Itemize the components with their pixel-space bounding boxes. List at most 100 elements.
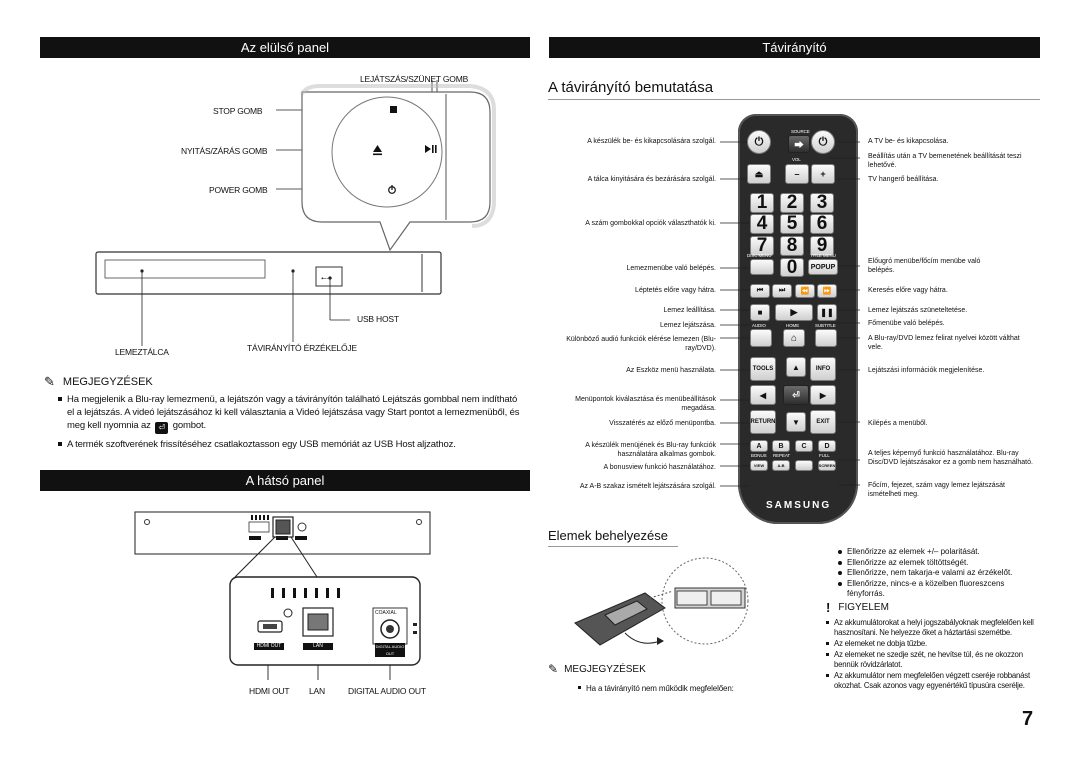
- play-button[interactable]: ▶: [775, 304, 813, 321]
- number-9-button[interactable]: 9: [810, 235, 834, 256]
- battery-check-3: Ellenőrizze, nem takarja-e valami az érz…: [847, 568, 1013, 577]
- list-item: Ha a távirányító nem működik megfelelően…: [578, 682, 734, 695]
- back-panel-illustration: [134, 511, 431, 680]
- popup-button[interactable]: POPUP: [808, 259, 838, 275]
- list-item: Az elemeket ne szedje szét, ne hevítse t…: [826, 650, 1039, 670]
- battery-check-2: Ellenőrizze az elemek töltöttségét.: [847, 557, 969, 567]
- open-close-callout: NYITÁS/ZÁRÁS GOMB: [181, 146, 268, 156]
- bullet-icon: [826, 642, 829, 645]
- info-button[interactable]: INFO: [810, 357, 836, 381]
- stop-callout: STOP GOMB: [213, 106, 263, 116]
- power-button[interactable]: ⏻: [747, 130, 771, 154]
- svg-text:⭠⭢: ⭠⭢: [321, 274, 333, 282]
- caution-item-1: Az akkumulátorokat a helyi jogszabályokn…: [834, 618, 1034, 637]
- play-pause-callout: LEJÁTSZÁS/SZÜNET GOMB: [360, 74, 469, 84]
- battery-note-1: Ha a távirányító nem működik megfelelően…: [586, 684, 734, 693]
- bullet-icon: [838, 581, 842, 586]
- battery-notes-title: MEGJEGYZÉSEK: [564, 663, 646, 675]
- color-b-button[interactable]: B: [772, 440, 790, 452]
- number-2-button[interactable]: 2: [780, 192, 804, 213]
- remote-right-label-popup: Előugró menübe/főcím menübe való belépés…: [868, 258, 981, 274]
- stop-button[interactable]: ■: [750, 304, 770, 321]
- remote-right-label-volume: TV hangerő beállítása.: [868, 176, 939, 183]
- tools-button[interactable]: TOOLS: [750, 357, 776, 381]
- remote-right-label-subtitle: A Blu-ray/DVD lemez felirat nyelvei közö…: [868, 335, 1020, 351]
- remote-left-label-ab: Az A-B szakaz ismételt lejátszására szol…: [579, 483, 716, 490]
- front-note-1: Ha megjelenik a Blu-ray lemezmenü, a lej…: [67, 394, 520, 431]
- list-item: Ha megjelenik a Blu-ray lemezmenü, a lej…: [58, 393, 520, 434]
- number-4-button[interactable]: 4: [750, 213, 774, 234]
- return-button[interactable]: RETURN: [750, 410, 776, 434]
- repeat-button[interactable]: [795, 460, 813, 471]
- disc-menu-button[interactable]: [750, 259, 774, 275]
- volume-up-button[interactable]: +: [811, 164, 835, 184]
- exit-button[interactable]: EXIT: [810, 410, 836, 434]
- remote-left-label-stop: Lemez leállítása.: [663, 307, 716, 314]
- disc-tray-callout: LEMEZTÁLCA: [115, 347, 169, 357]
- fast-forward-button[interactable]: ⏩: [817, 284, 837, 298]
- right-button[interactable]: ▶: [810, 385, 836, 405]
- remote-right-label-pause: Lemez lejátszás szüneteltetése.: [868, 307, 968, 314]
- full-screen-button[interactable]: SCREEN: [818, 460, 836, 471]
- skip-forward-button[interactable]: ⏭: [772, 284, 792, 298]
- number-1-button[interactable]: 1: [750, 192, 774, 213]
- list-item: A termék szoftverének frissítéséhez csat…: [58, 438, 520, 451]
- remote-left-label-skip: Léptetés előre vagy hátra.: [635, 287, 716, 294]
- number-6-button[interactable]: 6: [810, 213, 834, 234]
- front-notes-heading: ✎ MEGJEGYZÉSEK: [44, 374, 153, 390]
- lan-port-tag: LAN: [303, 643, 333, 650]
- remote-left-label-bonusview: A bonusview funkció használatához.: [603, 464, 716, 471]
- remote-header-bar: Távirányító: [549, 37, 1040, 58]
- caution-heading: ! FIGYELEM: [826, 600, 889, 615]
- bonus-view-button[interactable]: VIEW: [750, 460, 768, 471]
- up-button[interactable]: ▲: [786, 357, 806, 377]
- remote-heading: A távirányító bemutatása: [548, 79, 714, 96]
- subtitle-button[interactable]: [815, 329, 837, 347]
- open-close-button[interactable]: ⏏: [747, 164, 771, 184]
- back-panel-header-bar: A hátsó panel: [40, 470, 530, 491]
- number-3-button[interactable]: 3: [810, 192, 834, 213]
- source-button[interactable]: ⮕: [788, 135, 810, 153]
- number-0-button[interactable]: 0: [780, 257, 804, 278]
- batteries-rule: [548, 546, 678, 547]
- digital-audio-port-tag: DIGITAL AUDIO OUT: [375, 643, 405, 657]
- remote-left-label-power: A készülék be- és kikapcsolására szolgál…: [587, 138, 716, 145]
- full-key-label: FULL: [819, 453, 830, 458]
- home-button[interactable]: ⌂: [783, 329, 805, 347]
- repeat-key-label: REPEAT: [773, 453, 791, 458]
- rewind-button[interactable]: ⏪: [795, 284, 815, 298]
- audio-button[interactable]: [750, 329, 772, 347]
- color-d-button[interactable]: D: [818, 440, 836, 452]
- subtitle-key-label: SUBTITLE: [815, 323, 836, 328]
- enter-button[interactable]: ⏎: [783, 385, 809, 405]
- remote-title: Távirányító: [762, 40, 827, 55]
- color-c-button[interactable]: C: [795, 440, 813, 452]
- remote-left-label-numbers: A szám gombokkal opciók választhatók ki.: [585, 220, 716, 227]
- skip-back-button[interactable]: ⏮: [750, 284, 770, 298]
- warning-icon: !: [826, 600, 831, 615]
- pause-button[interactable]: ❚❚: [817, 304, 837, 321]
- remote-left-label-tray: A tálca kinyitására és bezárására szolgá…: [587, 176, 716, 183]
- number-5-button[interactable]: 5: [780, 213, 804, 234]
- number-8-button[interactable]: 8: [780, 235, 804, 256]
- caution-title: FIGYELEM: [838, 602, 889, 613]
- down-button[interactable]: ▼: [786, 412, 806, 432]
- remote-right-label-home: Főmenübe való belépés.: [868, 320, 945, 327]
- battery-check-1: Ellenőrizze az elemek +/– polaritását.: [847, 547, 980, 556]
- title-menu-label: TITLE MENU: [810, 253, 836, 258]
- battery-check-4: Ellenőrizze, nincs-e a közelben fluoresz…: [847, 578, 1005, 599]
- repeat-ab-button[interactable]: A-B: [772, 460, 790, 471]
- front-notes-list: Ha megjelenik a Blu-ray lemezmenü, a lej…: [58, 393, 520, 453]
- left-button[interactable]: ◀: [750, 385, 776, 405]
- back-panel-title: A hátsó panel: [245, 473, 325, 488]
- battery-insertion-illustration: [574, 557, 749, 646]
- samsung-logo: SAMSUNG: [766, 500, 832, 511]
- front-panel-header-bar: Az elülső panel: [40, 37, 530, 58]
- source-key-label: SOURCE: [791, 129, 810, 134]
- remote-left-label-tools: Az Eszköz menü használata.: [626, 367, 716, 374]
- color-a-button[interactable]: A: [750, 440, 768, 452]
- volume-down-button[interactable]: –: [785, 164, 809, 184]
- lan-label: LAN: [309, 686, 325, 696]
- tv-power-button[interactable]: ⏻: [811, 130, 835, 154]
- number-7-button[interactable]: 7: [750, 235, 774, 256]
